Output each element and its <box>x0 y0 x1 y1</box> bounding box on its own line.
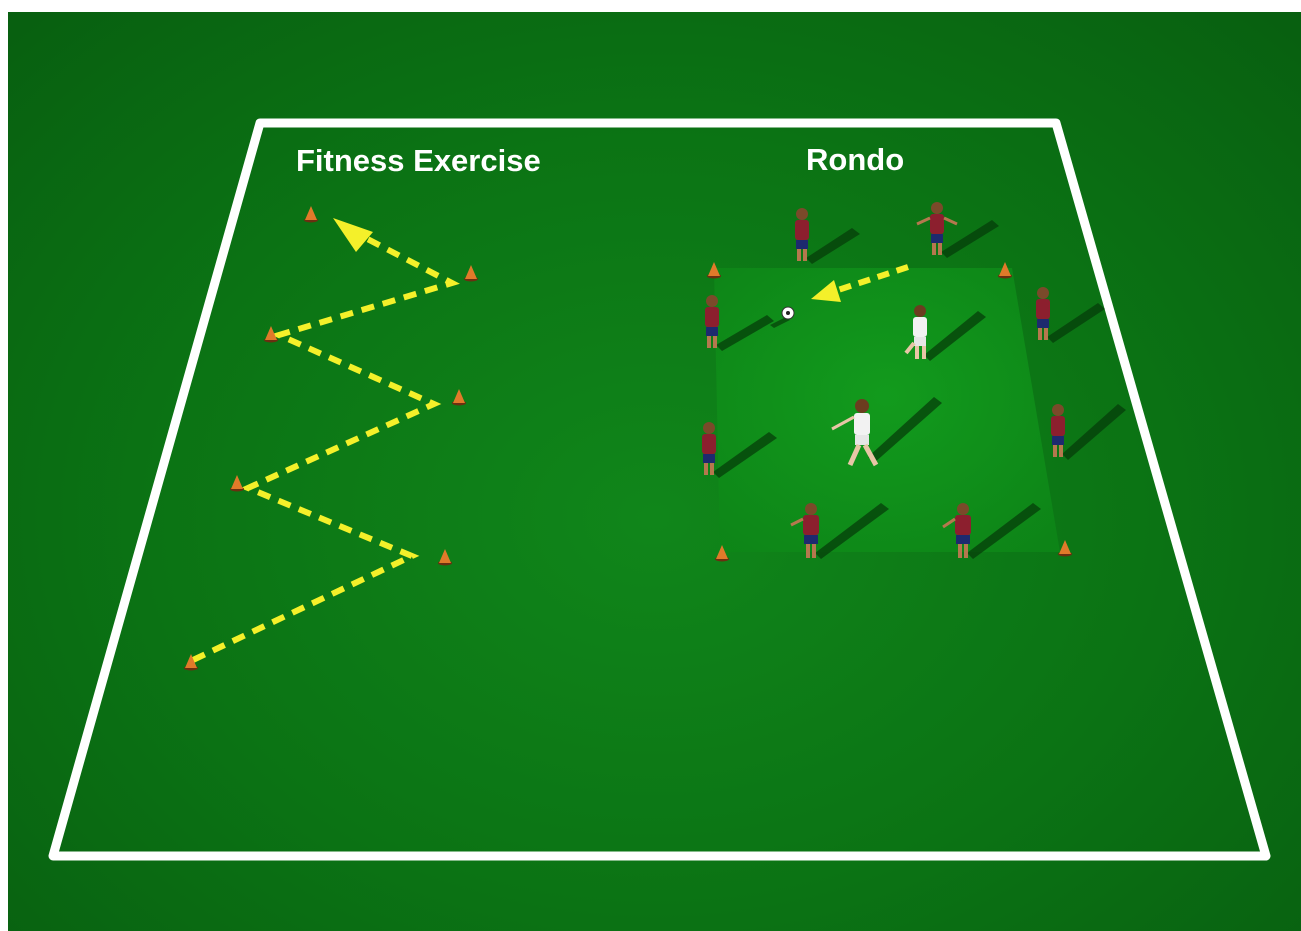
training-diagram: Fitness Exercise Rondo <box>8 12 1301 931</box>
player-icon <box>795 208 860 264</box>
cone-icon <box>452 389 466 406</box>
fitness-run-path <box>193 232 452 660</box>
cone-icon <box>438 549 452 566</box>
player-icon <box>1036 287 1105 343</box>
cone-icon <box>230 475 244 492</box>
pitch-background: Fitness Exercise Rondo <box>8 12 1301 931</box>
cone-icon <box>1058 540 1072 557</box>
player-icon <box>917 202 999 258</box>
cone-icon <box>464 265 478 282</box>
cone-icon <box>304 206 318 223</box>
rondo-title: Rondo <box>806 142 904 177</box>
arrow-icon <box>333 218 373 252</box>
fitness-exercise-title: Fitness Exercise <box>296 143 541 178</box>
player-icon <box>1051 404 1126 460</box>
